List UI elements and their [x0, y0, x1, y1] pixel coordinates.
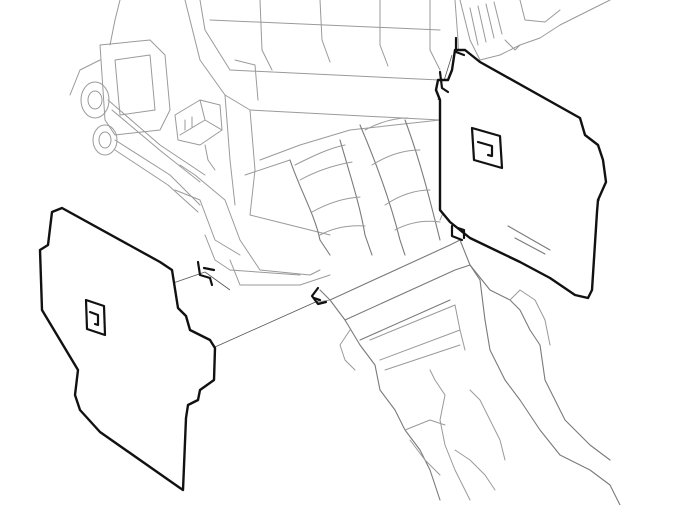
center-duct-clip-left: [310, 286, 328, 306]
floor-duct-center: [317, 239, 621, 505]
heater-blower-unit: [69, 0, 611, 286]
center-duct-clip-right: [450, 224, 466, 242]
right-side-cover-panel: [434, 48, 608, 300]
left-mounting-clip: [196, 260, 216, 287]
left-side-cover-panel: [38, 206, 217, 492]
right-mounting-clip: [438, 36, 466, 94]
